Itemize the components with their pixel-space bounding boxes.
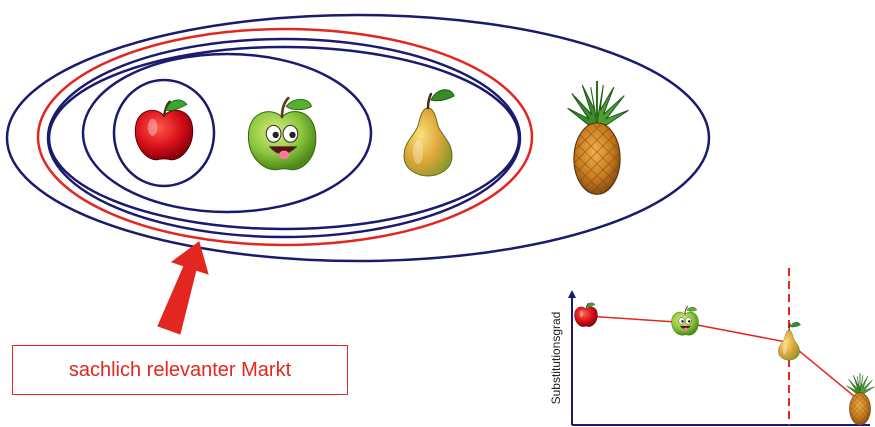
- pear-icon: [402, 88, 456, 178]
- chart-point-green-apple: [671, 306, 700, 336]
- market-label: sachlich relevanter Markt: [12, 345, 348, 395]
- red-apple-icon: [134, 98, 194, 161]
- market-arrow: [157, 241, 209, 335]
- green-apple-icon: [247, 96, 318, 172]
- chart-y-axis-arrow: [568, 290, 576, 298]
- chart-point-pineapple: [846, 372, 875, 426]
- substitution-chart: Substitutionsgrad: [549, 268, 875, 426]
- chart-y-label: Substitutionsgrad: [549, 312, 563, 405]
- relevant-market-boundary: [36, 27, 534, 247]
- chart-series-line: [585, 315, 861, 402]
- circle-apples: [81, 52, 373, 214]
- pineapple-icon: [566, 79, 630, 196]
- nested-circles: [5, 13, 711, 263]
- circle-all-fruits: [5, 13, 711, 263]
- circle-red-apple: [112, 78, 216, 188]
- circle-apples-pears: [47, 45, 521, 231]
- chart-point-red-apple: [574, 302, 598, 328]
